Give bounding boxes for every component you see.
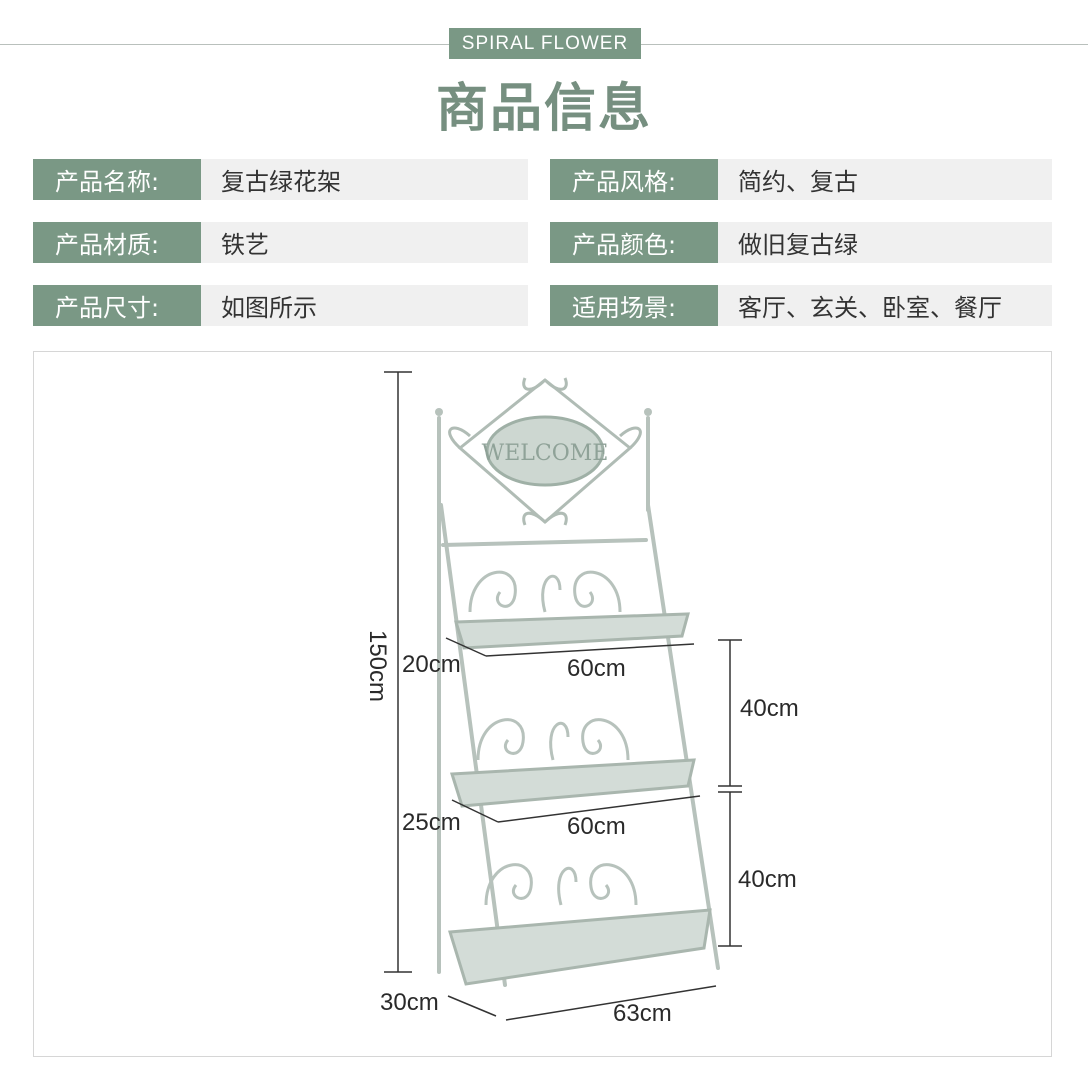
- info-value: 复古绿花架: [221, 168, 341, 196]
- info-label: 产品风格:: [550, 159, 718, 200]
- finial-right: [644, 408, 652, 416]
- info-value: 如图所示: [221, 294, 317, 322]
- info-row-size: 产品尺寸: 如图所示: [33, 285, 528, 326]
- dim-height: 150cm: [364, 630, 391, 702]
- page-title: 商品信息: [435, 79, 652, 139]
- info-value: 客厅、玄关、卧室、餐厅: [738, 294, 1002, 322]
- finial-left: [435, 408, 443, 416]
- info-row-style: 产品风格: 简约、复古: [550, 159, 1052, 200]
- info-value: 铁艺: [221, 231, 269, 259]
- info-label: 产品尺寸:: [33, 285, 201, 326]
- info-row-color: 产品颜色: 做旧复古绿: [550, 222, 1052, 263]
- info-row-material: 产品材质: 铁艺: [33, 222, 528, 263]
- dim-gap-lower: 40cm: [738, 866, 797, 893]
- dim-top-width: 60cm: [567, 655, 626, 682]
- scroll-decor: [468, 570, 638, 906]
- sign-plate: [485, 415, 605, 487]
- top-crossbar: [441, 538, 648, 547]
- dim-bottom-width: 63cm: [613, 1000, 672, 1027]
- tray-top: [453, 612, 690, 650]
- info-value: 简约、复古: [738, 168, 858, 196]
- dim-bottom-depth: 30cm: [380, 989, 439, 1016]
- tray-middle: [449, 758, 696, 808]
- dimension-lines: [384, 371, 742, 1021]
- sign-ornament: [448, 377, 642, 526]
- info-row-scene: 适用场景: 客厅、玄关、卧室、餐厅: [550, 285, 1052, 326]
- info-label: 产品材质:: [33, 222, 201, 263]
- dim-top-depth: 20cm: [402, 651, 461, 678]
- tray-bottom: [448, 908, 712, 986]
- info-row-name: 产品名称: 复古绿花架: [33, 159, 528, 200]
- info-label: 产品颜色:: [550, 222, 718, 263]
- info-label: 适用场景:: [550, 285, 718, 326]
- dim-gap-upper: 40cm: [740, 695, 799, 722]
- dim-mid-width: 60cm: [567, 813, 626, 840]
- front-leg-right: [646, 503, 720, 970]
- sign-text: WELCOME: [482, 441, 609, 466]
- info-label: 产品名称:: [33, 159, 201, 200]
- brand-tag: SPIRAL FLOWER: [449, 28, 641, 59]
- front-leg-left: [439, 503, 507, 987]
- info-value: 做旧复古绿: [738, 231, 858, 259]
- dim-mid-depth: 25cm: [402, 809, 461, 836]
